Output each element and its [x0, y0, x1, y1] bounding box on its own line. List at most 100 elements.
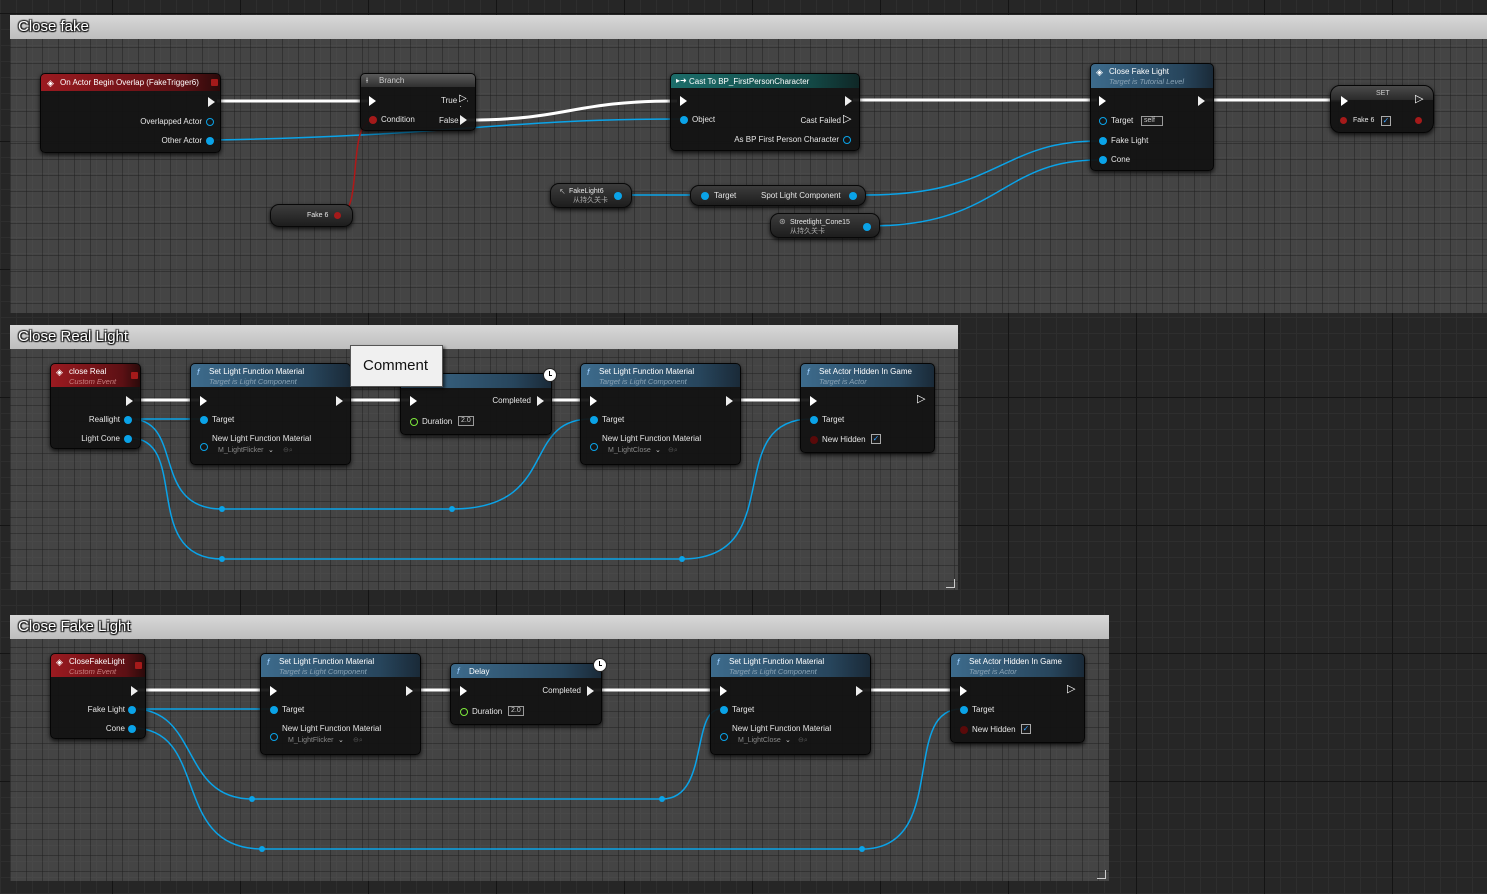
reallight-pin[interactable]: [124, 416, 132, 424]
new-hidden-pin[interactable]: [810, 436, 818, 444]
resize-handle[interactable]: [946, 579, 955, 588]
exec-in-pin[interactable]: [590, 396, 597, 406]
duration-field[interactable]: 2.0: [458, 416, 474, 426]
exec-in-pin[interactable]: [200, 396, 207, 406]
fake6-checkbox[interactable]: ✓: [1381, 116, 1391, 126]
spot-light-component-getter[interactable]: Target Spot Light Component: [690, 185, 866, 206]
duration-field[interactable]: 2.0: [508, 706, 524, 716]
delay-node[interactable]: f Delay Completed Duration 2.0: [450, 658, 607, 725]
set-light-function-material-node[interactable]: f Set Light Function Material Target is …: [710, 653, 871, 755]
branch-node[interactable]: ⟊ Branch True ▷ Condition False: [360, 73, 476, 131]
completed-exec-pin[interactable]: [537, 396, 544, 406]
target-pin[interactable]: [720, 706, 728, 714]
completed-exec-pin[interactable]: [587, 686, 594, 696]
fakelight6-reference-node[interactable]: ↖ FakeLight6 从持久关卡: [550, 183, 632, 208]
exec-in-pin[interactable]: [720, 686, 727, 696]
exec-out-pin[interactable]: ▷: [1415, 93, 1424, 105]
material-pin[interactable]: [270, 733, 278, 741]
exec-in-pin[interactable]: [410, 396, 417, 406]
as-character-pin[interactable]: [843, 136, 851, 144]
fake-light-pin[interactable]: [128, 706, 136, 714]
exec-out-pin[interactable]: ▷: [917, 393, 926, 405]
target-pin[interactable]: [590, 416, 598, 424]
material-dropdown[interactable]: M_LightFlicker: [218, 447, 264, 454]
exec-in-pin[interactable]: [1341, 96, 1348, 106]
custom-event-close-real-node[interactable]: ◈ close Real Custom Event Reallight Ligh…: [50, 363, 141, 449]
cone-pin[interactable]: [1099, 156, 1107, 164]
exec-in-pin[interactable]: [810, 396, 817, 406]
dropdown-arrow-icon[interactable]: ⌄: [785, 737, 791, 744]
streetlight-out-pin[interactable]: [863, 223, 871, 231]
exec-out-pin[interactable]: [208, 97, 215, 107]
dropdown-arrow-icon[interactable]: ⌄: [338, 737, 344, 744]
set-light-function-material-node[interactable]: f Set Light Function Material Target is …: [260, 653, 421, 755]
asset-browse-icon[interactable]: ⊖⌕: [668, 447, 678, 454]
target-pin[interactable]: [960, 706, 968, 714]
dropdown-arrow-icon[interactable]: ⌄: [655, 447, 661, 454]
exec-out-pin[interactable]: [336, 396, 343, 406]
reroute-node[interactable]: [449, 506, 455, 512]
object-pin[interactable]: [680, 116, 688, 124]
reroute-node[interactable]: [249, 796, 255, 802]
fake-light-pin[interactable]: [1099, 137, 1107, 145]
spot-light-out-pin[interactable]: [849, 192, 857, 200]
comment-title-bar[interactable]: Close fake: [10, 15, 1487, 39]
target-pin[interactable]: [701, 192, 709, 200]
exec-in-pin[interactable]: [270, 686, 277, 696]
duration-pin[interactable]: [410, 418, 418, 426]
reroute-node[interactable]: [259, 846, 265, 852]
exec-in-pin[interactable]: [680, 96, 687, 106]
exec-in-pin[interactable]: [369, 96, 376, 106]
new-hidden-checkbox[interactable]: ✓: [1021, 724, 1031, 734]
overlapped-actor-pin[interactable]: [206, 118, 214, 126]
close-fake-light-function-node[interactable]: ◈ Close Fake Light Target is Tutorial Le…: [1090, 63, 1214, 171]
reroute-node[interactable]: [219, 556, 225, 562]
material-dropdown[interactable]: M_LightClose: [608, 447, 651, 454]
new-hidden-pin[interactable]: [960, 726, 968, 734]
material-pin[interactable]: [720, 733, 728, 741]
exec-out-pin[interactable]: [856, 686, 863, 696]
asset-browse-icon[interactable]: ⊖⌕: [283, 447, 293, 454]
exec-out-pin[interactable]: [131, 686, 138, 696]
condition-pin[interactable]: [369, 116, 377, 124]
streetlight-cone15-reference-node[interactable]: ⊛ Streetlight_Cone15 从持久关卡: [770, 213, 880, 238]
reroute-node[interactable]: [859, 846, 865, 852]
target-pin[interactable]: [270, 706, 278, 714]
comment-box-close-fake[interactable]: Close fake: [10, 15, 1487, 313]
get-fake6-variable-node[interactable]: Fake 6: [270, 204, 353, 227]
cone-pin[interactable]: [128, 725, 136, 733]
exec-in-pin[interactable]: [460, 686, 467, 696]
exec-out-pin[interactable]: [126, 396, 133, 406]
fake6-get-pin[interactable]: [334, 212, 341, 219]
false-exec-pin[interactable]: [460, 115, 467, 125]
duration-pin[interactable]: [460, 708, 468, 716]
target-pin[interactable]: [810, 416, 818, 424]
exec-out-pin[interactable]: [1198, 96, 1205, 106]
material-pin[interactable]: [590, 443, 598, 451]
exec-out-pin[interactable]: [726, 396, 733, 406]
other-actor-pin[interactable]: [206, 137, 214, 145]
fakelight6-out-pin[interactable]: [614, 192, 622, 200]
cast-to-bp-first-person-character-node[interactable]: ▸➜ Cast To BP_FirstPersonCharacter Objec…: [670, 73, 860, 151]
target-self-field[interactable]: self: [1141, 116, 1163, 126]
event-node-on-actor-begin-overlap[interactable]: ◈ On Actor Begin Overlap (FakeTrigger6) …: [40, 73, 221, 153]
reroute-node[interactable]: [659, 796, 665, 802]
exec-out-pin[interactable]: ▷: [1067, 683, 1076, 695]
material-dropdown[interactable]: M_LightFlicker: [288, 737, 334, 744]
asset-browse-icon[interactable]: ⊖⌕: [798, 737, 808, 744]
set-actor-hidden-in-game-node[interactable]: f Set Actor Hidden In Game Target is Act…: [950, 653, 1085, 743]
new-hidden-checkbox[interactable]: ✓: [871, 434, 881, 444]
set-actor-hidden-in-game-node[interactable]: f Set Actor Hidden In Game Target is Act…: [800, 363, 935, 453]
reroute-node[interactable]: [219, 506, 225, 512]
asset-browse-icon[interactable]: ⊖⌕: [353, 737, 363, 744]
exec-out-pin[interactable]: [845, 96, 852, 106]
comment-title-bar[interactable]: Close Fake Light: [10, 615, 1109, 639]
light-cone-pin[interactable]: [124, 435, 132, 443]
target-pin[interactable]: [1099, 117, 1107, 125]
exec-in-pin[interactable]: [960, 686, 967, 696]
fake6-output-pin[interactable]: [1415, 117, 1422, 124]
set-light-function-material-node[interactable]: f Set Light Function Material Target is …: [580, 363, 741, 465]
exec-in-pin[interactable]: [1099, 96, 1106, 106]
cast-failed-exec-pin[interactable]: ▷: [843, 113, 852, 125]
material-pin[interactable]: [200, 443, 208, 451]
